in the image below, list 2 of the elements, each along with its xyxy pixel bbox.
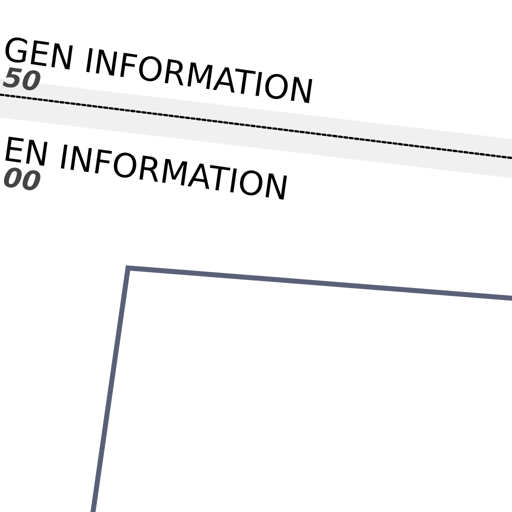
section-number: 00 — [4, 168, 40, 190]
section-number: 50 — [2, 67, 40, 90]
